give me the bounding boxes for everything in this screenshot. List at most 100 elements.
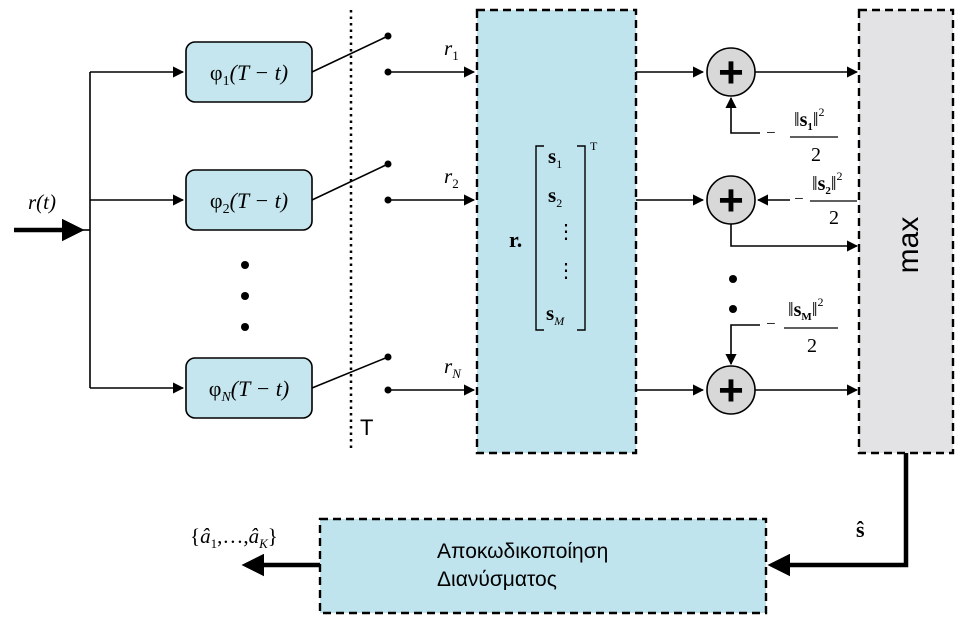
adder-1: +: [706, 47, 756, 97]
sampler-label: T: [360, 415, 373, 440]
matrix-transpose: T: [590, 139, 598, 153]
filter-2-sub: 2: [223, 202, 230, 217]
adder-1-symbol: +: [718, 48, 744, 97]
svg-text:φ1(T − t): φ1(T − t): [210, 60, 288, 89]
matrix-row-s1: s: [548, 144, 556, 168]
sample-r1-sub: 1: [452, 48, 459, 63]
bias-feed-m: [725, 324, 760, 366]
filter-2-arg: (T − t): [230, 188, 288, 213]
svg-text:φN(T − t): φN(T − t): [209, 376, 290, 405]
filter-1-sub: 1: [223, 74, 230, 89]
energy-2-power: 2: [837, 169, 843, 183]
energy-m-norm-close: ‖: [812, 299, 818, 321]
matrix-row-s2-sub: 2: [556, 196, 562, 210]
decision-vector-label: ŝ: [856, 517, 865, 542]
filter-1-phi: φ: [210, 60, 223, 85]
matrix-row-s1-sub: 1: [556, 157, 562, 171]
svg-text:sM: sM: [546, 301, 565, 328]
filter-2-phi: φ: [210, 188, 223, 213]
matched-filter-2: φ2(T − t): [185, 169, 313, 231]
sample-rn-sub: N: [451, 366, 462, 381]
matrix-row-s2: s: [548, 183, 556, 207]
correlator-block: [475, 8, 638, 455]
energy-1-s: s: [800, 109, 808, 131]
svg-text:‖s2‖2: ‖s2‖2: [812, 169, 843, 197]
energy-term-1: − ‖s1‖2 2: [766, 105, 838, 166]
matrix-bracket-right: [577, 145, 586, 331]
filter-n-sub: N: [220, 390, 231, 405]
energy-m-sub: M: [801, 311, 812, 323]
energy-2-minus: −: [794, 189, 804, 208]
output-ak: â: [249, 524, 260, 548]
energy-1-sub: 1: [807, 121, 813, 133]
matched-filter-1: φ1(T − t): [185, 41, 313, 103]
energy-1-denominator: 2: [811, 144, 821, 166]
energy-2-denominator: 2: [829, 207, 839, 229]
bias-feed-1: [725, 96, 760, 134]
adder-ellipsis-dot: [729, 305, 737, 313]
energy-2-s: s: [818, 173, 826, 195]
energy-1-norm-open: ‖: [794, 109, 800, 131]
matrix-row-vdots: ⋮: [556, 221, 576, 243]
energy-m-norm-open: ‖: [788, 299, 794, 321]
energy-m-minus: −: [766, 314, 776, 333]
svg-text:‖sM‖2: ‖sM‖2: [788, 295, 823, 323]
adder-m-symbol: +: [718, 366, 744, 415]
sample-r1-base: r: [444, 36, 453, 60]
adder-2-symbol: +: [718, 176, 744, 225]
svg-text:{â1,…,âK}: {â1,…,âK}: [190, 524, 278, 551]
filter-n-arg: (T − t): [231, 376, 289, 401]
matrix-row-sm: s: [546, 301, 554, 325]
output-separator: ,…,: [217, 524, 249, 548]
svg-text:φ2(T − t): φ2(T − t): [210, 188, 288, 217]
adder-2: +: [706, 175, 756, 225]
vector-decoder-block: [318, 517, 768, 615]
energy-m-power: 2: [817, 295, 823, 309]
sampler-switch-1: [311, 32, 392, 76]
filter-ellipsis-dot: [241, 292, 249, 300]
adder-out-2: [730, 224, 859, 252]
energy-m-denominator: 2: [807, 335, 817, 357]
energy-1-minus: −: [766, 123, 776, 142]
output-ak-sub: K: [258, 536, 269, 551]
filter-ellipsis-dot: [241, 261, 249, 269]
input-signal-label: r(t): [28, 190, 56, 214]
decision-path: [767, 453, 909, 577]
decoder-line-2: Διανύσματος: [437, 568, 557, 591]
energy-m-s: s: [794, 299, 802, 321]
energy-term-m: − ‖sM‖2 2: [766, 295, 838, 357]
output-brace-close: }: [268, 524, 278, 548]
filter-1-arg: (T − t): [230, 60, 288, 85]
svg-text:s2: s2: [548, 183, 562, 210]
output-a1-sub: 1: [211, 536, 218, 551]
matrix-bracket-left: [535, 145, 544, 331]
energy-2-sub: 2: [825, 185, 831, 197]
energy-2-norm-open: ‖: [812, 173, 818, 195]
max-block-label: max: [892, 217, 925, 274]
matrix-row-sm-sub: M: [553, 314, 565, 328]
output-a1: â: [200, 524, 211, 548]
correlator-r-symbol: r.: [509, 227, 522, 252]
sample-r2-sub: 2: [452, 176, 459, 191]
svg-text:r1: r1: [444, 36, 459, 63]
adder-m: +: [706, 365, 756, 415]
svg-text:s1: s1: [548, 144, 562, 171]
energy-2-norm-close: ‖: [831, 173, 837, 195]
adder-ellipsis-dot: [729, 275, 737, 283]
matched-filter-n: φN(T − t): [185, 357, 313, 419]
energy-1-power: 2: [819, 105, 825, 119]
svg-text:rN: rN: [444, 354, 462, 381]
svg-text:r2: r2: [444, 164, 459, 191]
svg-text:‖s1‖2: ‖s1‖2: [794, 105, 825, 133]
energy-term-2: − ‖s2‖2 2: [794, 169, 857, 229]
sample-rn-base: r: [444, 354, 453, 378]
output-brace-open: {: [190, 524, 200, 548]
filter-ellipsis-dot: [241, 323, 249, 331]
energy-1-norm-close: ‖: [813, 109, 819, 131]
sample-r2-base: r: [444, 164, 453, 188]
max-block: [857, 8, 955, 455]
matrix-row-vdots: ⋮: [556, 260, 576, 282]
filter-n-phi: φ: [209, 376, 222, 401]
decoder-line-1: Αποκωδικοποίηση: [437, 540, 608, 563]
